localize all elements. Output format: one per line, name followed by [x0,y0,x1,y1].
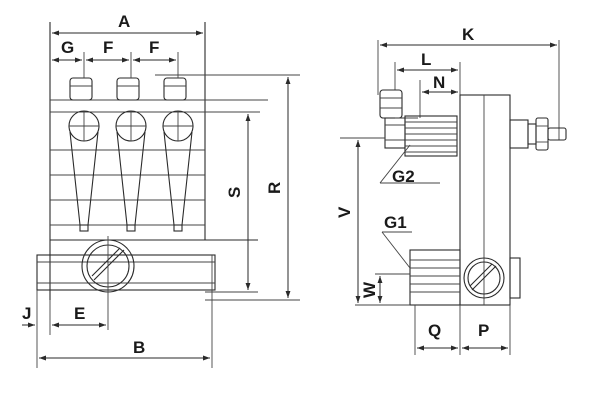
dim-label-b: B [133,338,145,357]
front-view: A G F F S R E J B [22,12,300,368]
dim-label-a: A [118,12,130,31]
side-bolt-icon [463,257,521,299]
main-plate [459,94,511,306]
adjust-screw-icon [509,117,567,151]
dim-label-w: W [360,281,379,298]
bottom-block [409,249,461,306]
dim-label-v: V [335,206,354,218]
dim-label-f2: F [149,38,159,57]
bolt-icon [81,236,135,330]
dim-label-e: E [74,304,85,323]
dim-label-g2: G2 [392,167,415,186]
dim-label-g1: G1 [384,213,407,232]
dim-label-p: P [478,321,489,340]
dim-label-g: G [61,38,74,57]
elbow-fitting [368,89,418,149]
dim-label-q: Q [428,321,441,340]
base-block [36,254,216,291]
dim-label-n: N [433,73,445,92]
side-view: K L N G2 V G1 W Q P [335,25,567,355]
dim-label-r: R [265,182,284,194]
nozzle-3 [162,77,194,232]
dim-label-f1: F [103,38,113,57]
nozzle-1 [68,77,100,232]
dim-label-s: S [225,187,244,198]
threaded-stub [404,115,458,157]
dim-label-j: J [22,304,31,323]
dim-label-l: L [421,50,431,69]
nozzle-2 [115,77,147,232]
dim-label-k: K [462,25,475,44]
